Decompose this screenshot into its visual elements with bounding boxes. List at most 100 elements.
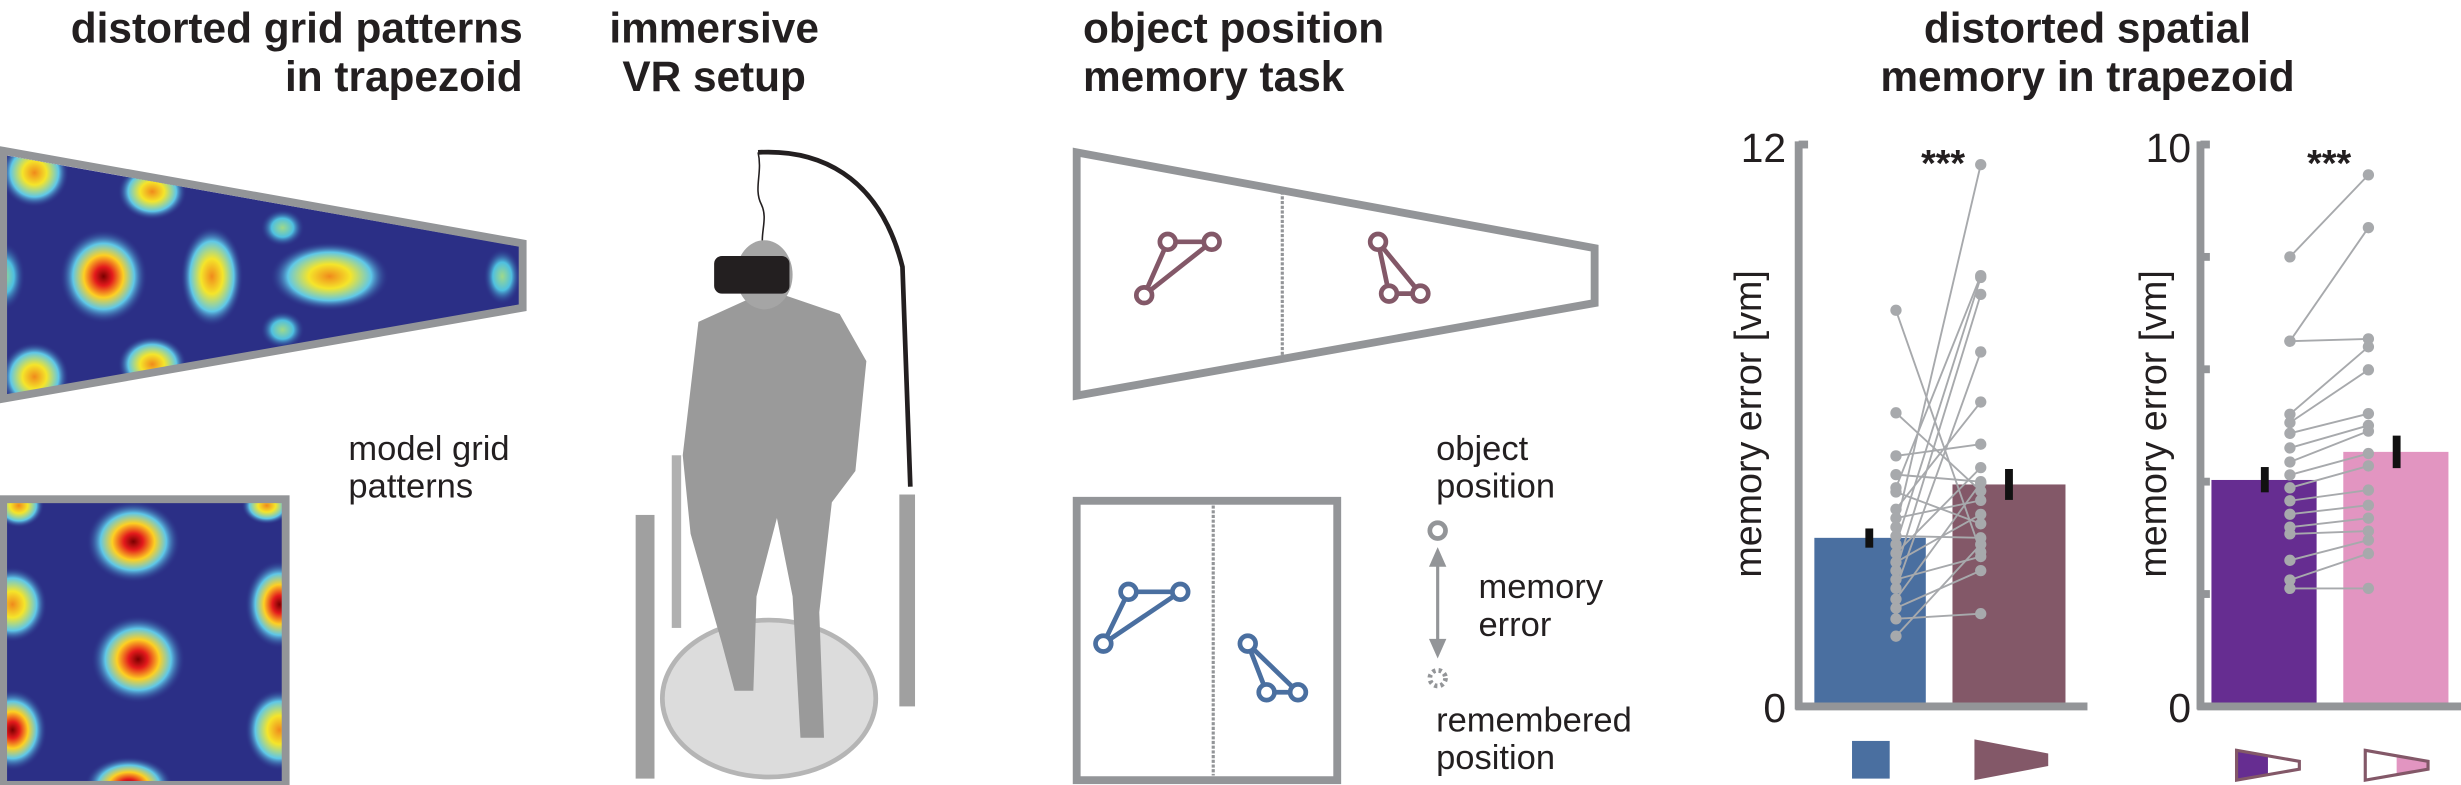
pair-line-15 <box>1895 351 1982 589</box>
object-triangle-wide <box>1133 231 1222 306</box>
point-left-8 <box>2284 469 2296 481</box>
pair-line-3 <box>1895 473 1981 483</box>
point-left-16 <box>2284 582 2296 595</box>
pair-line-9 <box>2289 465 2369 489</box>
point-left-4 <box>2284 417 2296 429</box>
model-grid-label-2: patterns <box>348 468 473 506</box>
bar-1 <box>2343 451 2449 707</box>
pair-line-4 <box>1895 275 1982 489</box>
chart-square-vs-trapezoid: 12 0 memory error [vm] *** <box>1727 125 2088 781</box>
pair-line-2 <box>2289 337 2369 343</box>
ytick-label-max: 10 <box>2146 125 2191 171</box>
point-right-14 <box>1975 550 1987 563</box>
task-panel-title: object position memory task <box>1083 4 1384 100</box>
grid-panel-title: distorted grid patterns in trapezoid <box>71 4 523 100</box>
point-right-0 <box>2362 169 2375 181</box>
square-grid-heatmap <box>0 495 290 785</box>
point-left-13 <box>2284 528 2296 540</box>
pair-line-18 <box>1895 612 1981 620</box>
pair-line-13 <box>1895 294 1982 571</box>
point-left-7 <box>2284 456 2296 468</box>
chart-trapezoid-halves: 10 0 memory error [vm] *** <box>2132 125 2461 783</box>
point-right-8 <box>2362 447 2375 460</box>
bar-0 <box>1814 537 1926 707</box>
memory-error-legend: object position memory error remembered … <box>1427 430 1632 777</box>
memory-panel-title: distorted spatial memory in trapezoid <box>1880 4 2294 100</box>
point-right-13 <box>2362 525 2375 537</box>
point-left-0 <box>1890 304 1902 316</box>
pair-line-4 <box>2289 369 2369 424</box>
point-right-7 <box>2362 425 2375 437</box>
point-right-11 <box>2362 499 2375 511</box>
point-right-15 <box>1975 346 1987 358</box>
point-right-14 <box>2362 534 2375 546</box>
point-left-5 <box>2284 427 2296 439</box>
legend-square-icon <box>1852 740 1890 779</box>
point-left-11 <box>2284 508 2296 520</box>
pair-line-15 <box>2289 552 2369 581</box>
point-left-6 <box>1890 503 1902 515</box>
significance-stars: *** <box>2307 142 2351 184</box>
object-triangle-narrow <box>1367 231 1431 304</box>
trapezoid-arena <box>1072 147 1599 401</box>
point-left-3 <box>2284 408 2296 420</box>
ytick-label-zero: 0 <box>2168 685 2191 731</box>
title-line-2: memory task <box>1083 53 1345 100</box>
pair-line-5 <box>2289 412 2369 435</box>
pair-line-10 <box>2289 489 2369 502</box>
pair-line-11 <box>1895 466 1982 554</box>
point-right-10 <box>1975 271 1987 284</box>
point-right-10 <box>2362 484 2375 496</box>
point-left-2 <box>1890 450 1902 462</box>
point-left-15 <box>2284 574 2296 586</box>
pair-line-19 <box>1895 543 1982 637</box>
point-right-11 <box>1975 461 1987 474</box>
pair-line-12 <box>2289 517 2369 529</box>
title-line-1: object position <box>1083 4 1384 51</box>
title-line-1: immersive <box>609 4 819 51</box>
point-right-9 <box>2362 460 2375 472</box>
point-left-18 <box>1890 613 1902 625</box>
point-left-1 <box>1890 407 1902 419</box>
point-left-14 <box>2284 554 2296 566</box>
point-right-18 <box>1975 608 1987 620</box>
title-line-2: in trapezoid <box>285 53 523 100</box>
title-line-1: distorted grid patterns <box>71 4 523 51</box>
point-left-8 <box>1890 521 1902 533</box>
point-left-16 <box>1890 593 1902 605</box>
title-line-2: VR setup <box>622 53 806 100</box>
pair-line-14 <box>2289 539 2369 562</box>
pair-line-10 <box>1895 277 1982 545</box>
legend-error-label-2: error <box>1478 606 1551 644</box>
legend-error-label: memory <box>1478 568 1603 606</box>
pair-line-9 <box>1895 535 1981 539</box>
point-right-19 <box>1975 538 1987 551</box>
legend-object-label-2: position <box>1436 468 1555 506</box>
bar-1 <box>1952 484 2066 707</box>
point-left-5 <box>1890 486 1902 498</box>
ytick-label-zero: 0 <box>1763 685 1786 731</box>
title-line-2: memory in trapezoid <box>1880 53 2294 100</box>
point-left-19 <box>1890 630 1902 642</box>
vr-setup-illustration <box>635 149 916 780</box>
point-right-4 <box>2362 364 2375 376</box>
point-right-12 <box>1975 508 1987 521</box>
point-left-6 <box>2284 442 2296 454</box>
point-right-8 <box>1975 159 1987 171</box>
point-left-2 <box>2284 335 2296 347</box>
pair-line-6 <box>2289 424 2369 449</box>
point-left-9 <box>2284 482 2296 494</box>
point-left-15 <box>1890 582 1902 595</box>
pair-line-8 <box>2289 452 2369 476</box>
point-right-1 <box>1975 485 1987 497</box>
point-right-16 <box>1975 477 1987 489</box>
point-right-7 <box>1975 494 1987 507</box>
point-right-6 <box>1975 396 1987 408</box>
point-left-7 <box>1890 512 1902 524</box>
remembered-position-icon <box>1427 667 1448 689</box>
legend-object-label: object <box>1436 430 1529 468</box>
point-right-13 <box>1975 288 1987 301</box>
point-right-3 <box>2362 341 2375 353</box>
legend-remembered-label-2: position <box>1436 739 1555 777</box>
